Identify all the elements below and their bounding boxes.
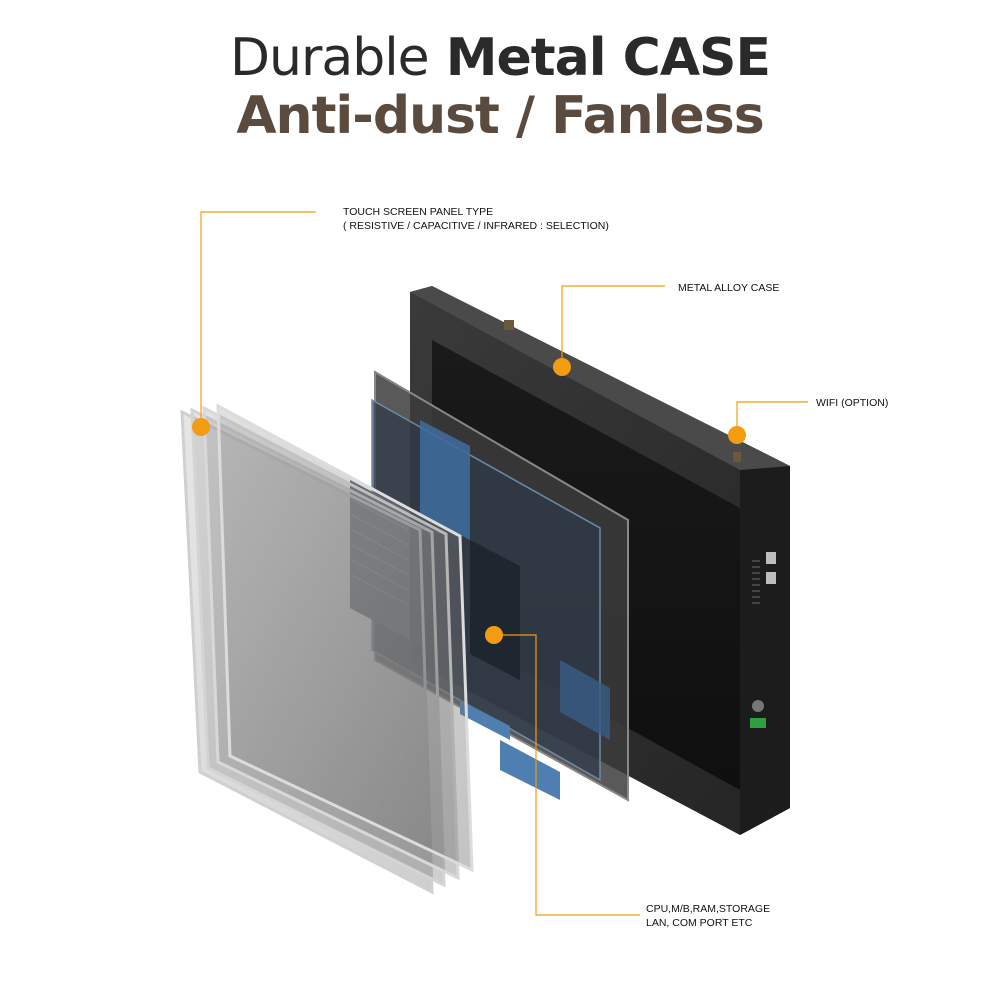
ram-module bbox=[420, 420, 470, 540]
case-top-screw-icon bbox=[504, 320, 514, 330]
callout-touch-panel-line1: TOUCH SCREEN PANEL TYPE bbox=[343, 206, 494, 218]
headline-metal-case: Metal CASE bbox=[445, 28, 771, 88]
com-port-connector bbox=[500, 740, 560, 800]
wifi-antenna-connector-icon bbox=[733, 452, 741, 462]
io-board bbox=[560, 660, 610, 740]
power-button-icon bbox=[752, 700, 764, 712]
callout-internals-line2: LAN, COM PORT ETC bbox=[646, 917, 753, 929]
callout-dot-internals bbox=[485, 626, 503, 644]
side-vent-icon bbox=[752, 560, 760, 604]
touch-screen-panel-layers bbox=[180, 403, 474, 895]
headline-line-1: Durable Metal CASE bbox=[0, 28, 1000, 88]
callout-touch-panel-line2: ( RESISTIVE / CAPACITIVE / INFRARED : SE… bbox=[343, 220, 609, 232]
callout-metal-case: METAL ALLOY CASE bbox=[678, 281, 779, 295]
lan-port-connector bbox=[460, 700, 510, 740]
callout-metal-case-line1: METAL ALLOY CASE bbox=[678, 282, 780, 294]
callout-dot-wifi bbox=[728, 426, 746, 444]
glass-layer-4 bbox=[216, 403, 474, 873]
usb-port-2-icon bbox=[766, 572, 776, 584]
callout-touch-panel: TOUCH SCREEN PANEL TYPE ( RESISTIVE / CA… bbox=[343, 205, 609, 233]
callout-dot-metal-case bbox=[553, 358, 571, 376]
callout-internals: CPU,M/B,RAM,STORAGE LAN, COM PORT ETC bbox=[646, 902, 770, 930]
leader-internals bbox=[494, 634, 640, 916]
leader-touch-panel bbox=[200, 211, 316, 427]
headline-line-2: Anti-dust / Fanless bbox=[236, 86, 764, 146]
callout-wifi: WIFI (OPTION) bbox=[816, 396, 888, 410]
leader-wifi bbox=[736, 401, 808, 435]
power-terminal-icon bbox=[750, 718, 766, 728]
callout-internals-line1: CPU,M/B,RAM,STORAGE bbox=[646, 903, 771, 915]
leader-metal-case bbox=[561, 285, 665, 367]
usb-port-1-icon bbox=[766, 552, 776, 564]
leader-lines bbox=[200, 211, 808, 916]
callout-wifi-line1: WIFI (OPTION) bbox=[816, 397, 889, 409]
cpu-block bbox=[470, 540, 520, 680]
callout-dot-touch-panel bbox=[192, 418, 210, 436]
case-top-edge bbox=[410, 286, 790, 470]
case-side-panel bbox=[740, 466, 790, 835]
headline-word-durable: Durable bbox=[229, 28, 430, 88]
